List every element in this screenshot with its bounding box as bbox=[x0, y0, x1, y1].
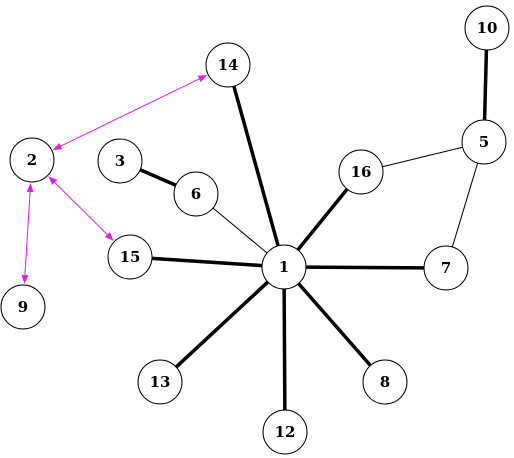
node-12: 12 bbox=[262, 409, 308, 455]
node-circle bbox=[464, 5, 510, 51]
edge-1-13 bbox=[174, 280, 270, 369]
node-circle bbox=[0, 284, 46, 330]
node-circle bbox=[107, 234, 153, 280]
node-16: 16 bbox=[338, 149, 384, 195]
node-8: 8 bbox=[362, 359, 408, 405]
node-circle bbox=[9, 137, 55, 183]
edges-layer bbox=[139, 49, 489, 411]
edge-5-7 bbox=[451, 162, 479, 248]
node-label: 12 bbox=[275, 423, 296, 441]
node-3: 3 bbox=[97, 138, 143, 184]
node-label: 3 bbox=[115, 152, 125, 170]
edge-3-6 bbox=[139, 168, 177, 187]
node-label: 10 bbox=[477, 19, 498, 37]
node-label: 8 bbox=[380, 373, 390, 391]
node-circle bbox=[261, 244, 307, 290]
node-15: 15 bbox=[107, 234, 153, 280]
node-14: 14 bbox=[205, 42, 251, 88]
edge-1-15 bbox=[151, 256, 263, 268]
node-10: 10 bbox=[464, 5, 510, 51]
edge-1-7 bbox=[305, 265, 425, 270]
node-label: 6 bbox=[191, 185, 201, 203]
node-label: 14 bbox=[218, 56, 239, 74]
arrow-2-9 bbox=[21, 182, 34, 285]
edge-1-16 bbox=[296, 187, 349, 252]
node-circle bbox=[362, 359, 408, 405]
node-circle bbox=[461, 119, 507, 165]
node-1: 1 bbox=[261, 244, 307, 290]
node-label: 13 bbox=[150, 373, 171, 391]
edge-1-6 bbox=[212, 207, 268, 254]
arrow-2-15 bbox=[48, 176, 114, 241]
node-7: 7 bbox=[423, 245, 469, 291]
edge-1-14 bbox=[232, 85, 280, 247]
edge-10-5 bbox=[482, 49, 489, 121]
node-label: 1 bbox=[279, 258, 289, 276]
edge-1-12 bbox=[282, 288, 287, 411]
node-13: 13 bbox=[137, 359, 183, 405]
edge-1-8 bbox=[297, 282, 372, 367]
node-label: 16 bbox=[351, 163, 372, 181]
node-label: 2 bbox=[27, 151, 37, 169]
node-circle bbox=[137, 359, 183, 405]
edge-5-16 bbox=[382, 146, 463, 168]
node-label: 9 bbox=[18, 298, 28, 316]
node-circle bbox=[173, 171, 219, 217]
arrow-2-14 bbox=[52, 75, 208, 150]
node-label: 5 bbox=[479, 133, 489, 151]
node-2: 2 bbox=[9, 137, 55, 183]
node-circle bbox=[338, 149, 384, 195]
node-circle bbox=[97, 138, 143, 184]
node-5: 5 bbox=[461, 119, 507, 165]
node-circle bbox=[423, 245, 469, 291]
arrows-layer bbox=[21, 75, 208, 285]
node-label: 15 bbox=[120, 248, 141, 266]
node-circle bbox=[205, 42, 251, 88]
node-label: 7 bbox=[441, 259, 451, 277]
node-9: 9 bbox=[0, 284, 46, 330]
node-6: 6 bbox=[173, 171, 219, 217]
node-circle bbox=[262, 409, 308, 455]
